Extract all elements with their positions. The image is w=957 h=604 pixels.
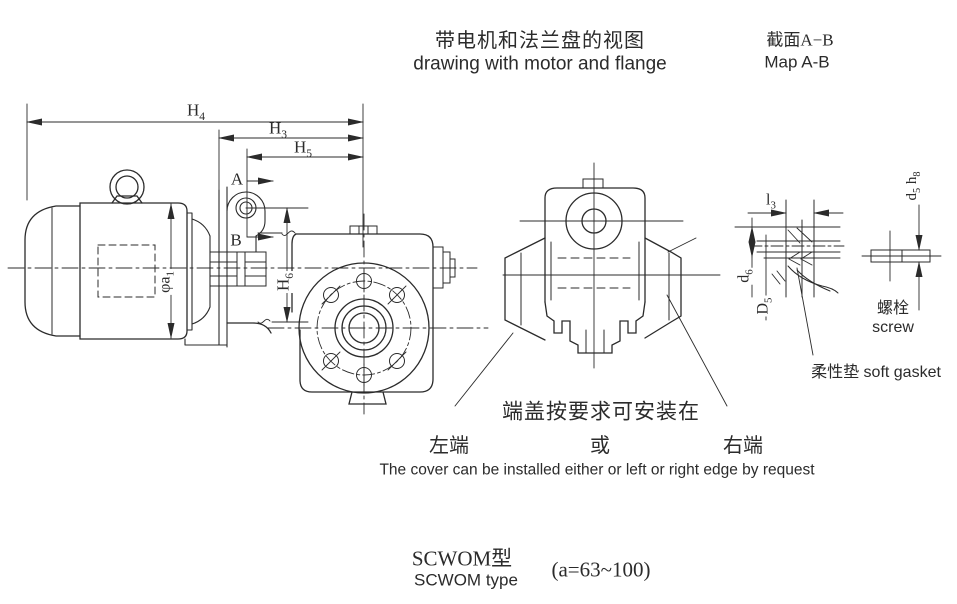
model-range: (a=63~100) — [551, 557, 651, 582]
leader-to-soft-gasket — [796, 267, 814, 356]
cover-or-label: 或 — [590, 435, 610, 457]
label-section-a: A — [230, 169, 244, 189]
lifting-eye-inner — [115, 175, 139, 199]
model-name-en: SCWOM type — [414, 570, 518, 590]
cover-lip-arc — [787, 265, 839, 294]
cover-note-en: The cover can be installed either or lef… — [379, 461, 815, 479]
screw-label-en: screw — [872, 319, 914, 336]
section-title-cn: 截面A−B — [766, 30, 834, 50]
model-name-cn: SCWOM型 — [411, 546, 513, 571]
input-shaft-end-cap — [432, 246, 456, 289]
cast-break-squiggle — [281, 230, 296, 236]
gearbox-foot — [348, 391, 387, 405]
cover-note-cn: 端盖按要求可安装在 — [502, 399, 700, 424]
coupling-block — [209, 251, 267, 287]
motor-body — [79, 202, 188, 340]
screw-label-cn: 螺栓 — [876, 300, 910, 317]
output-flange — [267, 213, 489, 415]
section-top-tab — [582, 178, 604, 189]
motor-fan-cowl — [24, 205, 81, 337]
bracket-dome — [226, 191, 266, 212]
main-title-cn: 带电机和法兰盘的视图 — [435, 30, 645, 52]
breather-plug — [349, 225, 378, 235]
section-body — [544, 187, 646, 303]
motor-adapter — [184, 186, 228, 348]
dim-label-d5-h8: d5 h8 — [903, 171, 923, 201]
gasket-hatching — [787, 227, 813, 244]
motor — [24, 169, 188, 340]
main-dimensions — [26, 103, 364, 339]
break-squiggle-h6 — [257, 318, 271, 324]
leader-to-left-end — [454, 332, 514, 407]
bell-bottom-fillet — [191, 306, 211, 325]
cover-left-end-label: 左端 — [429, 435, 469, 457]
label-section-b: B — [230, 230, 242, 250]
cooling-fins — [544, 301, 646, 354]
dim-label-phi-a1: φa1 — [156, 269, 177, 295]
gearbox-outline — [295, 233, 434, 393]
gearbox-housing — [226, 225, 456, 405]
lifting-eye-outer — [109, 169, 145, 205]
leader-to-right-end — [666, 294, 728, 407]
section-title-en: Map A-B — [764, 52, 830, 72]
worm-bearing-inner — [581, 208, 607, 234]
cover-right-end-label: 右端 — [723, 435, 763, 457]
left-end-cover — [504, 237, 546, 341]
dim-label-h4: H4 — [186, 100, 206, 123]
bell-top-fillet — [191, 218, 211, 237]
dim-label-h3: H3 — [268, 118, 288, 141]
main-view-motor-gearbox — [7, 103, 489, 415]
right-end-cover — [644, 237, 682, 339]
dim-label-h5: H5 — [293, 137, 313, 160]
dim-label-h6: H6 — [273, 270, 296, 294]
section-view — [454, 162, 728, 407]
pointer-right-cover — [667, 237, 697, 253]
double-tick — [771, 270, 786, 285]
dim-label-d6: d6 — [735, 267, 756, 285]
soft-gasket-label: 柔性垫 soft gasket — [811, 364, 941, 381]
chevron-marks — [788, 251, 813, 266]
flange-bolt-holes — [321, 269, 407, 387]
dim-label-D5: D5 — [754, 295, 775, 317]
adapter-base — [184, 338, 228, 346]
input-housing-bottom — [226, 322, 272, 334]
screw-detail — [861, 204, 942, 311]
lifting-eye-base — [111, 195, 143, 204]
dim-label-l3: l3 — [766, 191, 776, 212]
terminal-box — [97, 244, 156, 298]
worm-bearing-outer — [565, 192, 623, 250]
main-title-en: drawing with motor and flange — [413, 53, 667, 75]
